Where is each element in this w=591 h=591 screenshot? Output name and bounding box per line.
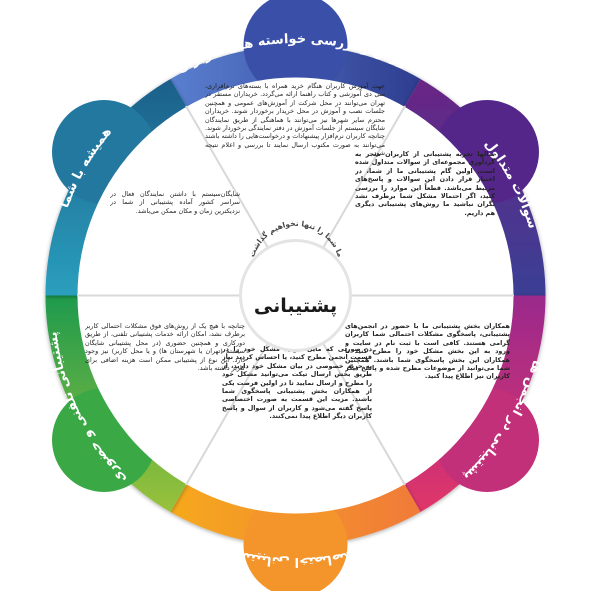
body-faq: سالها تجربه پشتیبانی از کاربران منجر به … (355, 150, 495, 217)
body-phone: چنانچه با هیچ یک از روش‌های فوق مشکلات ا… (85, 322, 245, 372)
bump-private (243, 493, 348, 591)
title-private: پشتیبانی اختصاصی (231, 546, 359, 569)
center-hub: ما شما را تنها نخواهیم گذاشت پشتیبانی (239, 219, 352, 352)
bump-training (243, 0, 348, 97)
body-training: جهت آموزش کاربران هنگام خرید همراه با بس… (205, 82, 385, 157)
center-circle (239, 239, 352, 352)
body-forum: همکاران بخش پشتیبانی ما با حضور در انجمن… (345, 322, 510, 380)
body-always: شایگان‌سیستم با داشتن نمایندگان فعال در … (110, 190, 240, 215)
center-title: پشتیبانی (254, 295, 337, 317)
